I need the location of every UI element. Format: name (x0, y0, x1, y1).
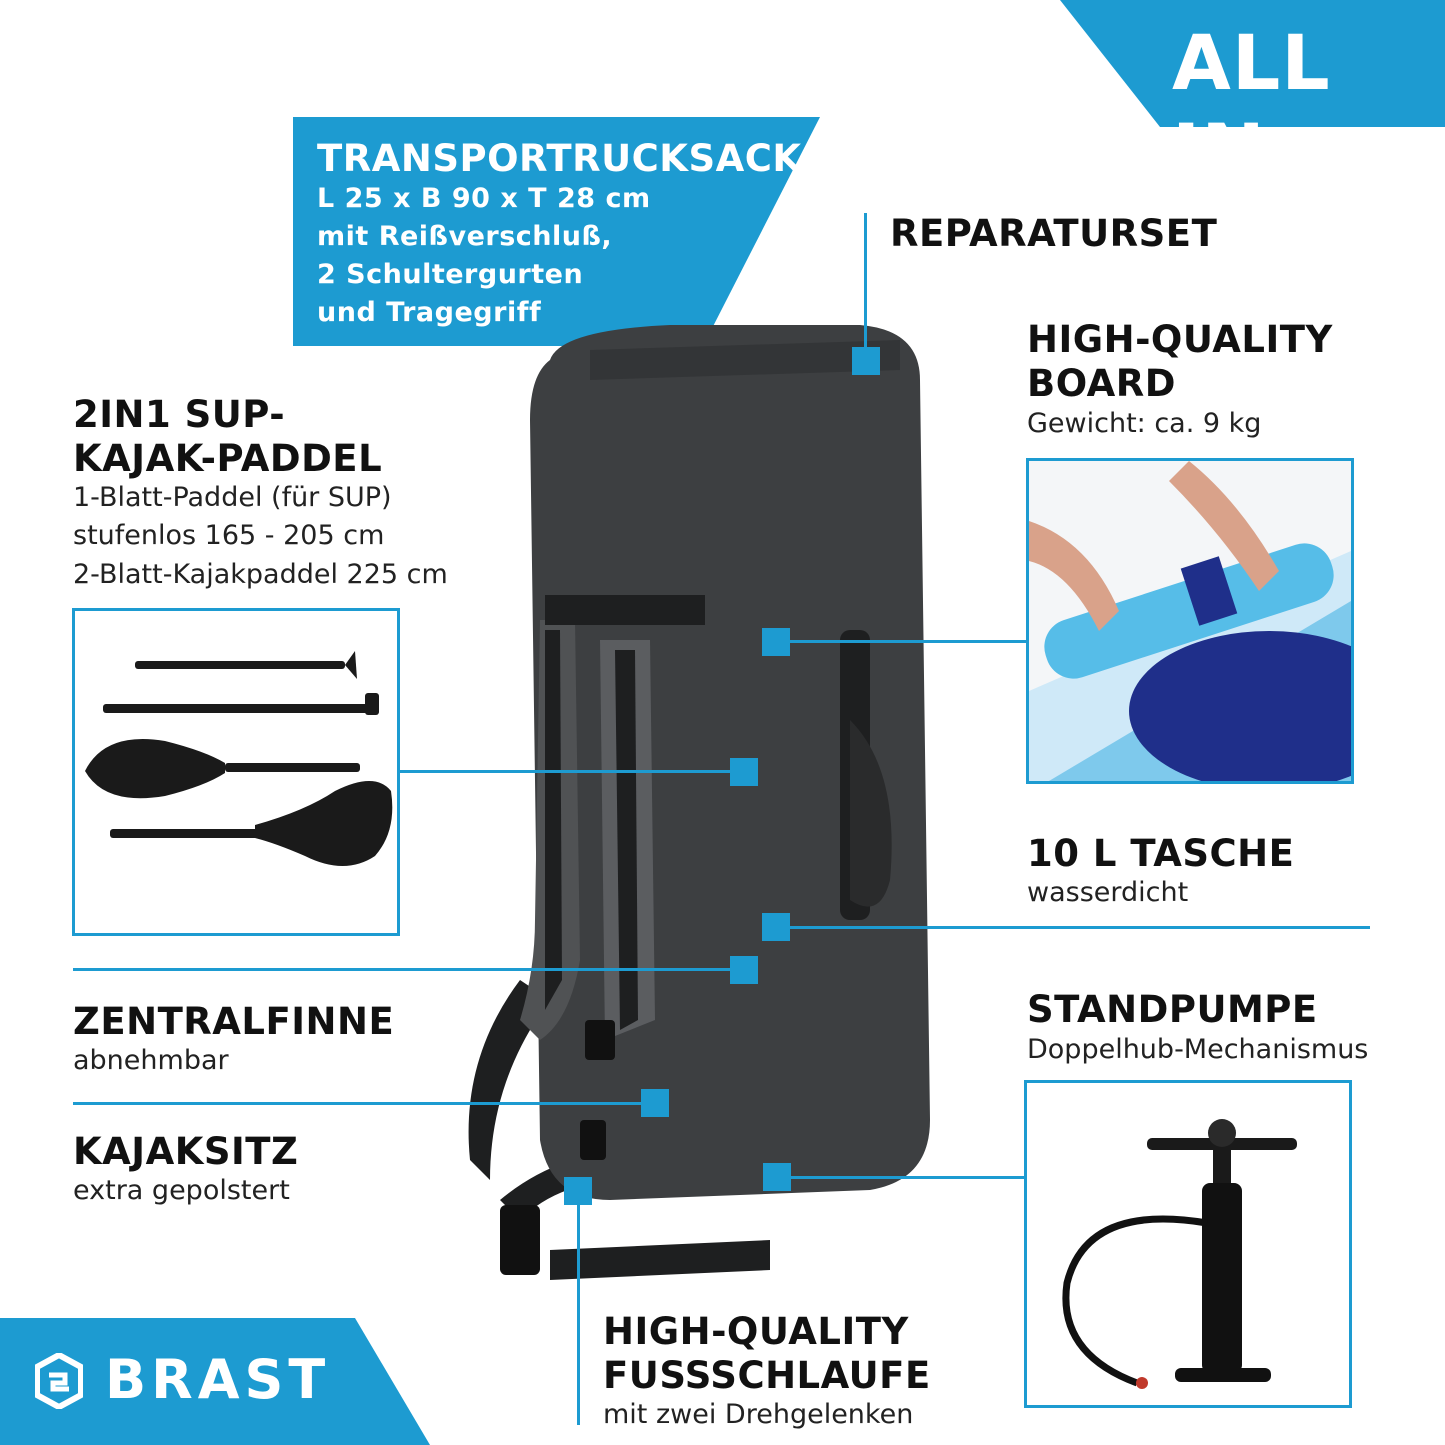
seat-marker (641, 1089, 669, 1117)
paddle-illustration (85, 651, 393, 866)
repair-marker (852, 347, 880, 375)
pump-connector-line (790, 1176, 1025, 1179)
brand-name: BRAST (105, 1348, 331, 1411)
seat-title: KAJAKSITZ (73, 1130, 299, 1173)
fin-marker (730, 956, 758, 984)
seat-connector-line (73, 1102, 643, 1105)
board-title-1: HIGH-QUALITY (1027, 318, 1333, 361)
paddle-connector-line (400, 770, 730, 773)
repair-title: REPARATURSET (890, 212, 1218, 255)
board-illustration (1029, 461, 1351, 781)
brand-banner: BRAST (0, 1318, 430, 1445)
paddle-title-2: KAJAK-PADDEL (73, 437, 383, 480)
repair-connector-line (864, 213, 867, 363)
board-marker (762, 628, 790, 656)
backpack-image (430, 320, 950, 1300)
pump-marker (763, 1163, 791, 1191)
pump-photo (1024, 1080, 1352, 1408)
bag10-connector-line (790, 926, 1370, 929)
bag10-marker (762, 913, 790, 941)
fin-sub: abnehmbar (73, 1045, 229, 1076)
paddle-line-1: 1-Blatt-Paddel (für SUP) (73, 482, 392, 513)
transport-box: TRANSPORTRUCKSACK L 25 x B 90 x T 28 cm … (293, 117, 820, 346)
board-title-2: BOARD (1027, 362, 1177, 405)
all-in-text: ALL IN (1172, 18, 1331, 196)
paddle-line-2: stufenlos 165 - 205 cm (73, 520, 385, 551)
paddle-marker (730, 758, 758, 786)
all-in-banner: ALL IN (1060, 0, 1445, 196)
transport-title: TRANSPORTRUCKSACK (317, 137, 802, 180)
bag10-sub: wasserdicht (1027, 877, 1189, 908)
transport-box-shape (293, 117, 820, 346)
foot-sub: mit zwei Drehgelenken (603, 1399, 914, 1430)
fin-connector-line (73, 968, 733, 971)
foot-marker (564, 1177, 592, 1205)
brast-logo-icon (35, 1353, 83, 1409)
pump-sub: Doppelhub-Mechanismus (1027, 1034, 1369, 1065)
seat-sub: extra gepolstert (73, 1175, 290, 1206)
fin-title: ZENTRALFINNE (73, 1000, 395, 1043)
banner-shape (1060, 0, 1445, 127)
brand-banner-shape (0, 1318, 430, 1445)
foot-connector-line (577, 1195, 580, 1425)
paddle-photo (72, 608, 400, 936)
bag10-title: 10 L TASCHE (1027, 832, 1295, 875)
foot-title-1: HIGH-QUALITY (603, 1310, 909, 1353)
pump-title: STANDPUMPE (1027, 988, 1318, 1031)
transport-line-2: mit Reißverschluß, (317, 221, 613, 252)
paddle-line-3: 2-Blatt-Kajakpaddel 225 cm (73, 559, 448, 590)
backpack-shape (468, 325, 930, 1280)
board-connector-line (790, 640, 1028, 643)
pump-illustration (1062, 1119, 1297, 1389)
paddle-title-1: 2IN1 SUP- (73, 393, 286, 436)
board-photo (1026, 458, 1354, 784)
transport-line-3: 2 Schultergurten (317, 259, 584, 290)
transport-line-1: L 25 x B 90 x T 28 cm (317, 183, 651, 214)
foot-title-2: FUSSSCHLAUFE (603, 1354, 931, 1397)
transport-line-4: und Tragegriff (317, 297, 542, 328)
board-sub: Gewicht: ca. 9 kg (1027, 408, 1262, 439)
